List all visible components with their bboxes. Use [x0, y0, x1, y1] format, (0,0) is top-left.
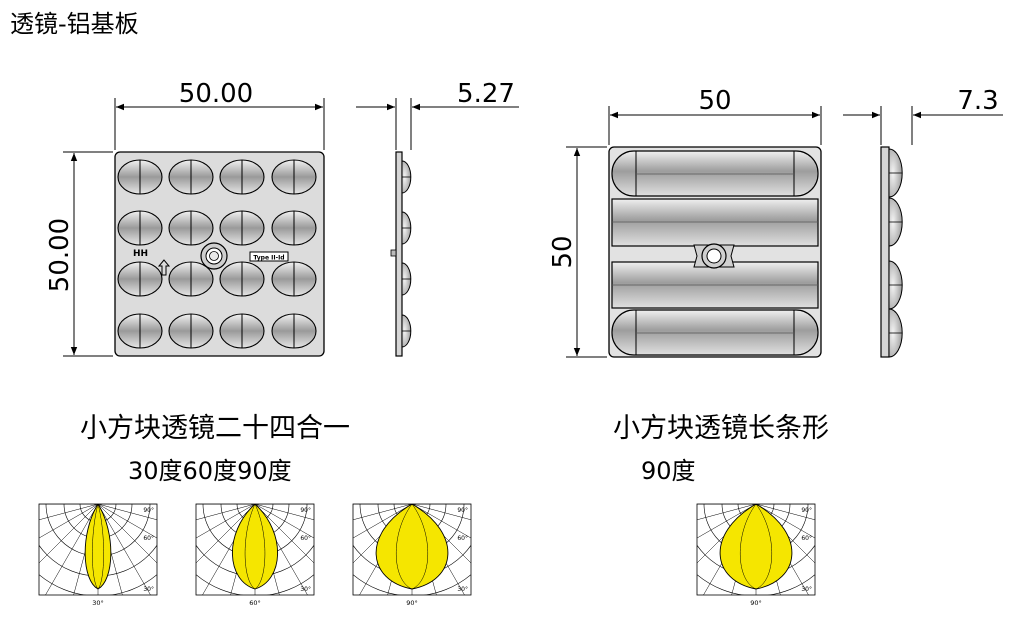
- beam-angle-label: 30°: [92, 599, 104, 607]
- beam-angle-label: 90°: [750, 599, 762, 607]
- marking-hh: HH: [133, 249, 148, 259]
- strip-thickness-label: 7.3: [957, 86, 998, 116]
- square-caption: 小方块透镜二十四合一: [80, 413, 350, 444]
- strip-bar-top: [611, 150, 819, 197]
- square-lens-front: HH Type II-Id: [114, 151, 325, 357]
- strip-width-label: 50: [698, 86, 731, 116]
- scale-label: 60°: [143, 535, 154, 542]
- square-thickness-label: 5.27: [457, 79, 515, 109]
- strip-thickness-dimension: 7.3: [843, 86, 1003, 145]
- strip-caption: 小方块透镜长条形: [613, 413, 829, 444]
- polar-chart: 90° 60° 30° 30°: [38, 503, 158, 607]
- scale-label: 60°: [801, 535, 812, 542]
- lens-dome: [219, 159, 265, 195]
- side-dome: [401, 314, 412, 348]
- scale-label: 90°: [801, 507, 812, 514]
- side-dome: [888, 308, 903, 358]
- side-dome: [401, 211, 412, 245]
- scale-label: 90°: [143, 507, 154, 514]
- square-height-label: 50.00: [45, 218, 75, 292]
- strip-angles: 90度: [641, 457, 696, 485]
- lens-dome: [271, 261, 317, 297]
- strip-lens-side: [880, 146, 903, 358]
- type-label: Type II-Id: [253, 255, 284, 262]
- lens-dome: [168, 313, 214, 349]
- scale-label: 90°: [300, 507, 311, 514]
- lens-dome-grid: [117, 159, 317, 349]
- lens-dome: [168, 210, 214, 246]
- polar-chart: 90° 60° 30° 90°: [696, 503, 816, 607]
- scale-label: 60°: [300, 535, 311, 542]
- scale-label: 30°: [801, 586, 812, 593]
- side-dome: [401, 160, 412, 194]
- side-dome: [888, 260, 903, 310]
- beam-angle-label: 60°: [249, 599, 261, 607]
- strip-width-dimension: 50: [608, 86, 822, 145]
- square-angles: 30度60度90度: [128, 457, 292, 485]
- strip-height-label: 50: [548, 235, 578, 268]
- side-dome: [888, 197, 903, 247]
- square-width-dimension: 50.00: [114, 79, 325, 150]
- strip-bar-3: [611, 261, 819, 309]
- lens-dome: [117, 261, 163, 297]
- strip-bar-bottom: [611, 309, 819, 356]
- polar-chart: 90° 60° 30° 60°: [195, 503, 315, 607]
- scale-label: 30°: [300, 586, 311, 593]
- polar-chart: 90° 60° 30° 90°: [352, 503, 472, 607]
- lens-dome: [219, 313, 265, 349]
- lens-dome: [117, 159, 163, 195]
- scale-label: 30°: [143, 586, 154, 593]
- page-title: 透镜-铝基板: [10, 10, 139, 38]
- lens-dome: [271, 210, 317, 246]
- up-arrow-icon: [157, 259, 171, 276]
- beam-angle-label: 90°: [406, 599, 418, 607]
- lens-dome: [219, 261, 265, 297]
- side-dome: [888, 148, 903, 198]
- square-width-label: 50.00: [179, 79, 253, 109]
- strip-lens-front: [608, 146, 822, 358]
- strip-bar-2: [611, 198, 819, 247]
- lens-dome: [271, 313, 317, 349]
- strip-center-boss: [693, 243, 735, 269]
- lens-dome: [271, 159, 317, 195]
- lens-dome: [168, 261, 214, 297]
- square-height-dimension: 50.00: [45, 151, 113, 357]
- lens-dome: [219, 210, 265, 246]
- strip-height-dimension: 50: [548, 146, 607, 358]
- square-thickness-dimension: 5.27: [356, 79, 519, 150]
- side-dome: [401, 262, 412, 296]
- lens-dome: [117, 313, 163, 349]
- scale-label: 30°: [457, 586, 468, 593]
- lens-dome: [168, 159, 214, 195]
- scale-label: 90°: [457, 507, 468, 514]
- square-lens-side: [390, 151, 412, 357]
- scale-label: 60°: [457, 535, 468, 542]
- lens-dome: [117, 210, 163, 246]
